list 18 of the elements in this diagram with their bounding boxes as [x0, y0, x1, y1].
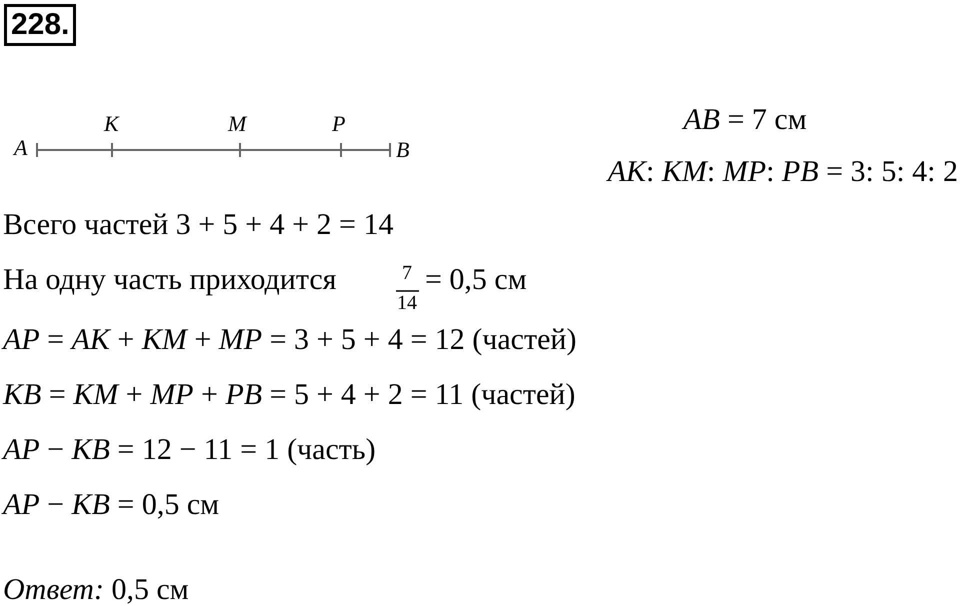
problem-number: 228.	[4, 4, 76, 46]
given-length: AB = 7 см	[683, 103, 807, 136]
point-label: P	[332, 112, 346, 136]
solution-line: На одну часть приходится	[3, 263, 336, 296]
fraction-denominator: 14	[397, 292, 417, 314]
fraction-numerator: 7	[402, 262, 412, 284]
given-ratio: AK: KM: MP: PB = 3: 5: 4: 2	[608, 155, 958, 188]
answer-line: Ответ: 0,5 см	[3, 573, 189, 606]
solution-line: Всего частей 3 + 5 + 4 + 2 = 14	[3, 208, 394, 241]
solution-line: AP = AK + KM + MP = 3 + 5 + 4 = 12 (частей)	[3, 323, 576, 356]
solution-line: KB = KM + MP + PB = 5 + 4 + 2 = 11 (частей)	[3, 378, 576, 411]
solution-line: = 0,5 см	[425, 263, 527, 296]
solution-line: AP − KB = 12 − 11 = 1 (часть)	[3, 433, 376, 466]
point-label: M	[228, 112, 246, 136]
solution-line: AP − KB = 0,5 см	[3, 488, 220, 521]
point-label: A	[14, 136, 28, 160]
point-label: K	[104, 112, 119, 136]
point-label: B	[396, 138, 410, 162]
